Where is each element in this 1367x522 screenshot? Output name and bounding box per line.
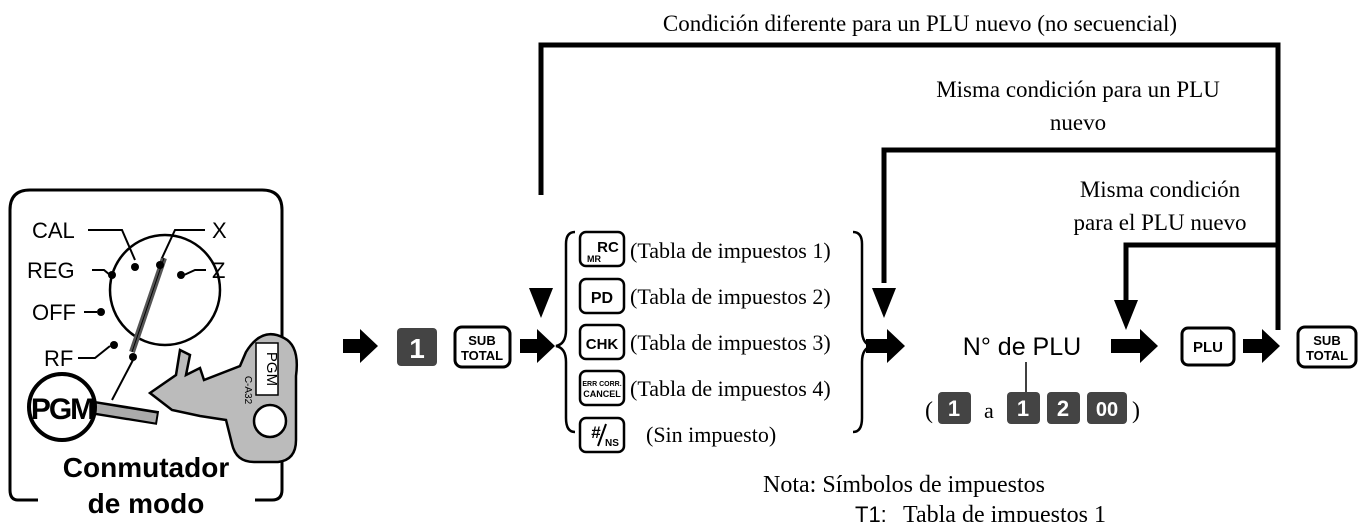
arrowhead-down-3 [1114,300,1138,330]
range-word: a [984,398,994,423]
svg-text:CANCEL: CANCEL [583,389,621,399]
mode-switch-caption-line2: de modo [88,488,205,519]
hash-ns-key: # NS [578,416,626,454]
loop-same-condition-new [1123,242,1278,300]
svg-text:00: 00 [1096,399,1118,421]
label-same-condition-line2: nuevo [1050,110,1106,135]
tax-option-1: (Tabla de impuestos 1) [630,238,831,263]
arrowhead-down-1 [529,288,553,318]
label-different-condition: Condición diferente para un PLU nuevo (n… [663,11,1177,36]
tax-option-5: (Sin impuesto) [646,422,776,447]
key-code: C-A32 [242,376,253,405]
subtotal-key-final: SUB TOTAL [1296,325,1358,369]
pd-key: PD [578,277,626,315]
svg-text:#: # [591,423,601,442]
range-close: ) [1132,398,1140,424]
tax-option-3: (Tabla de impuestos 3) [630,330,831,355]
flow-arrow-4 [1111,329,1158,363]
loop-different-condition [538,42,1281,302]
position-off: OFF [32,300,76,325]
svg-text:CHK: CHK [586,336,619,353]
rc-key: RC MR [578,230,626,268]
svg-text:TOTAL: TOTAL [1306,348,1348,363]
svg-text:PLU: PLU [1193,339,1223,356]
position-cal: CAL [32,218,75,243]
tax-option-2: (Tabla de impuestos 2) [630,284,831,309]
note-title: Nota: Símbolos de impuestos [763,472,1045,498]
range-key-00: 00 [1087,392,1127,424]
range-open: ( [925,398,933,424]
plu-number-label: N° de PLU [963,333,1081,361]
tax-option-4: (Tabla de impuestos 4) [630,376,831,401]
key-label: PGM [263,352,280,386]
svg-text:ERR CORR.: ERR CORR. [582,381,621,388]
pgm-label: PGM [31,393,93,426]
svg-text:SUB: SUB [468,333,495,348]
right-brace [852,230,873,434]
flow-arrow-1 [343,329,378,363]
flow-arrow-5 [1243,329,1280,363]
svg-text:RC: RC [597,239,619,256]
range-key-1-start: 1 [938,392,971,424]
svg-text:SUB: SUB [1313,333,1340,348]
svg-text:1: 1 [948,396,960,421]
pgm-magnifier [27,372,97,442]
flow-arrow-3 [866,329,905,363]
position-z: Z [212,258,225,283]
key-1-label: 1 [409,333,425,364]
note-symbol-t1: T1: [855,502,887,522]
subtotal-key: SUB TOTAL [453,325,512,369]
svg-text:PD: PD [591,290,613,307]
left-brace [555,230,576,434]
label-same-condition-new-line1: Misma condición [1080,177,1241,202]
flow-arrow-2 [520,329,555,363]
plu-key: PLU [1180,326,1236,367]
position-rf: RF [44,346,73,371]
mode-switch-caption-line1: Conmutador [63,452,230,483]
svg-text:2: 2 [1057,396,1069,421]
flow-lines [538,42,1281,302]
svg-text:NS: NS [605,438,619,449]
chk-key: CHK [578,323,626,361]
key-1: 1 [397,328,437,366]
mode-switch-panel: CAL X REG Z OFF RF PGM PGM C-A32 Conmuta… [8,188,298,519]
range-key-1-end: 1 [1007,392,1040,424]
position-x: X [212,218,227,243]
err-corr-cancel-key: ERR CORR. CANCEL [578,369,626,407]
arrowhead-down-2 [872,288,896,318]
svg-text:1: 1 [1017,396,1029,421]
label-same-condition-new-line2: para el PLU nuevo [1073,210,1246,235]
mode-dial [108,233,222,347]
loop-same-condition [881,147,1278,283]
position-reg: REG [27,258,75,283]
range-key-2: 2 [1047,392,1080,424]
svg-text:MR: MR [587,254,601,264]
svg-text:TOTAL: TOTAL [461,348,503,363]
label-same-condition-line1: Misma condición para un PLU [936,77,1220,102]
note-text-t1: Tabla de impuestos 1 [903,502,1106,522]
